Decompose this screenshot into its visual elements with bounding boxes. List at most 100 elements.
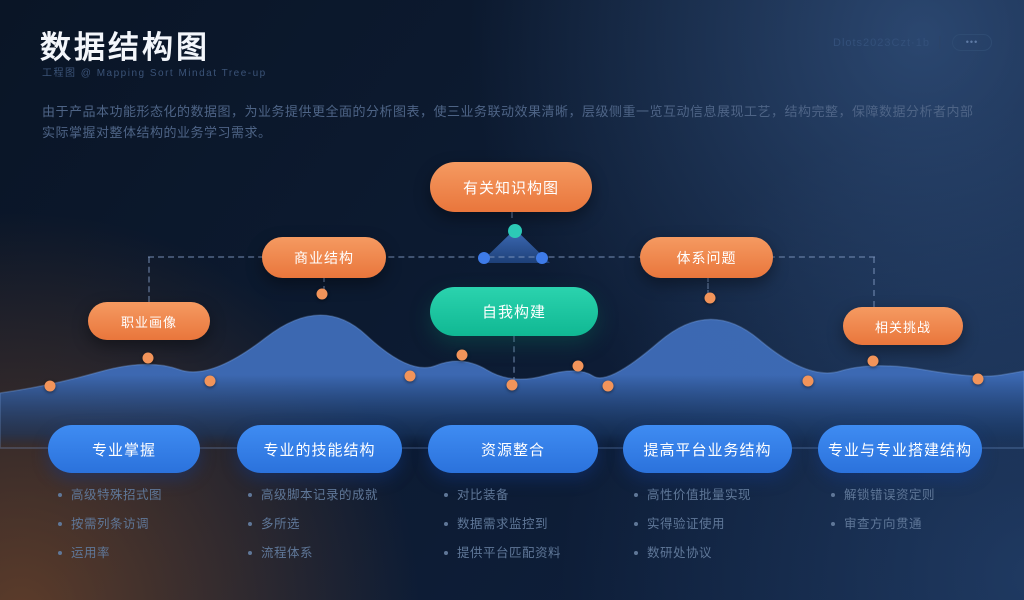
category-pill-4[interactable]: 提高平台业务结构 [623, 425, 792, 473]
node-right-mid[interactable]: 体系问题 [640, 237, 773, 278]
triangle-base-dot [536, 252, 548, 264]
dashed-connector-vertical [707, 276, 709, 296]
vertex-dot [316, 288, 328, 300]
bullet-icon [58, 493, 62, 497]
vertex-dot [572, 360, 584, 372]
category-pill-1[interactable]: 专业掌握 [48, 425, 200, 473]
node-center[interactable]: 自我构建 [430, 287, 598, 336]
category-pill-2-label: 专业的技能结构 [263, 441, 376, 459]
list-item: 运用率 [58, 545, 248, 561]
list-item-text: 提供平台匹配资料 [457, 546, 562, 560]
list-item: 按需列条访调 [58, 516, 248, 532]
list-item-text: 高级特殊招式图 [71, 488, 163, 502]
node-top-label: 有关知识构图 [462, 179, 559, 197]
bullet-icon [634, 522, 638, 526]
vertex-dot [802, 375, 814, 387]
list-item-text: 多所选 [261, 517, 301, 531]
list-item: 数据需求监控到 [444, 516, 634, 532]
category-pill-1-label: 专业掌握 [91, 441, 156, 459]
intro-line-1: 由于产品本功能形态化的数据图，为业务提供更全面的分析图表，使三业务联动效果清晰，… [42, 104, 974, 119]
header-divider: | [938, 33, 942, 49]
vertex-dot [867, 355, 879, 367]
list-item-text: 对比装备 [457, 488, 510, 502]
list-item-text: 数据需求监控到 [457, 517, 549, 531]
bullet-icon [444, 522, 448, 526]
category-pill-3-label: 资源整合 [480, 441, 545, 459]
vertex-dot [44, 380, 56, 392]
list-item: 提供平台匹配资料 [444, 545, 634, 561]
vertex-dot [704, 292, 716, 304]
list-item: 高级脚本记录的成就 [248, 487, 438, 503]
list-item-text: 按需列条访调 [71, 517, 150, 531]
intro-paragraph: 由于产品本功能形态化的数据图，为业务提供更全面的分析图表，使三业务联动效果清晰，… [42, 101, 992, 143]
list-item: 高级特殊招式图 [58, 487, 248, 503]
bullet-list-4: 高性价值批量实现 实得验证使用 数研处协议 [634, 487, 824, 574]
list-item-text: 实得验证使用 [647, 517, 726, 531]
bullet-icon [58, 551, 62, 555]
dashed-connector-vertical [873, 257, 875, 307]
bullet-icon [831, 522, 835, 526]
list-item-text: 高级脚本记录的成就 [261, 488, 379, 502]
node-left-mid[interactable]: 商业结构 [262, 237, 386, 278]
bullet-list-1: 高级特殊招式图 按需列条访调 运用率 [58, 487, 248, 574]
dashed-connector-vertical [323, 276, 325, 292]
bullet-icon [831, 493, 835, 497]
category-pill-5[interactable]: 专业与专业搭建结构 [818, 425, 982, 473]
list-item: 高性价值批量实现 [634, 487, 824, 503]
bullet-icon [58, 522, 62, 526]
vertex-dot [204, 375, 216, 387]
list-item: 流程体系 [248, 545, 438, 561]
bullet-icon [248, 522, 252, 526]
dashed-connector-horizontal [148, 256, 875, 258]
bullet-icon [444, 551, 448, 555]
vertex-dot [602, 380, 614, 392]
list-item: 对比装备 [444, 487, 634, 503]
vertex-dot [506, 379, 518, 391]
dashed-connector-vertical [513, 336, 515, 383]
bullet-list-5: 解锁错误资定则 审查方向贯通 [831, 487, 1021, 545]
node-right-mid-label: 体系问题 [676, 249, 737, 266]
more-options-button[interactable]: ••• [952, 34, 992, 51]
vertex-dot [972, 373, 984, 385]
list-item-text: 审查方向贯通 [844, 517, 923, 531]
header-meta-text: Dlots2023Czt·1b [833, 37, 930, 49]
node-left-mid-label: 商业结构 [294, 249, 354, 266]
bullet-icon [444, 493, 448, 497]
node-right-small-label: 相关挑战 [874, 319, 931, 335]
bullet-icon [634, 551, 638, 555]
list-item: 数研处协议 [634, 545, 824, 561]
list-item: 多所选 [248, 516, 438, 532]
node-right-small[interactable]: 相关挑战 [843, 307, 963, 345]
list-item-text: 运用率 [71, 546, 111, 560]
intro-line-2: 实际掌握对整体结构的业务学习需求。 [42, 125, 272, 140]
list-item: 实得验证使用 [634, 516, 824, 532]
category-pill-3[interactable]: 资源整合 [428, 425, 598, 473]
node-top[interactable]: 有关知识构图 [430, 162, 592, 212]
dashed-connector-vertical [148, 257, 150, 302]
vertex-dot [404, 370, 416, 382]
bullet-list-3: 对比装备 数据需求监控到 提供平台匹配资料 [444, 487, 634, 574]
dashed-connector-vertical [511, 212, 513, 231]
list-item: 解锁错误资定则 [831, 487, 1021, 503]
list-item-text: 数研处协议 [647, 546, 713, 560]
ellipsis-icon: ••• [965, 37, 979, 47]
list-item: 审查方向贯通 [831, 516, 1021, 532]
node-center-label: 自我构建 [481, 304, 546, 321]
triangle-base-dot [478, 252, 490, 264]
bullet-list-2: 高级脚本记录的成就 多所选 流程体系 [248, 487, 438, 574]
bullet-icon [248, 551, 252, 555]
triangle-apex-dot [508, 224, 522, 238]
category-pill-2[interactable]: 专业的技能结构 [237, 425, 402, 473]
node-left-small[interactable]: 职业画像 [88, 302, 210, 340]
vertex-dot [456, 349, 468, 361]
node-left-small-label: 职业画像 [120, 314, 177, 330]
list-item-text: 解锁错误资定则 [844, 488, 936, 502]
list-item-text: 高性价值批量实现 [647, 488, 752, 502]
category-pill-5-label: 专业与专业搭建结构 [827, 441, 972, 459]
vertex-dot [142, 352, 154, 364]
page-title: 数据结构图 [40, 30, 210, 65]
category-pill-4-label: 提高平台业务结构 [643, 441, 772, 459]
bullet-icon [634, 493, 638, 497]
list-item-text: 流程体系 [261, 546, 314, 560]
